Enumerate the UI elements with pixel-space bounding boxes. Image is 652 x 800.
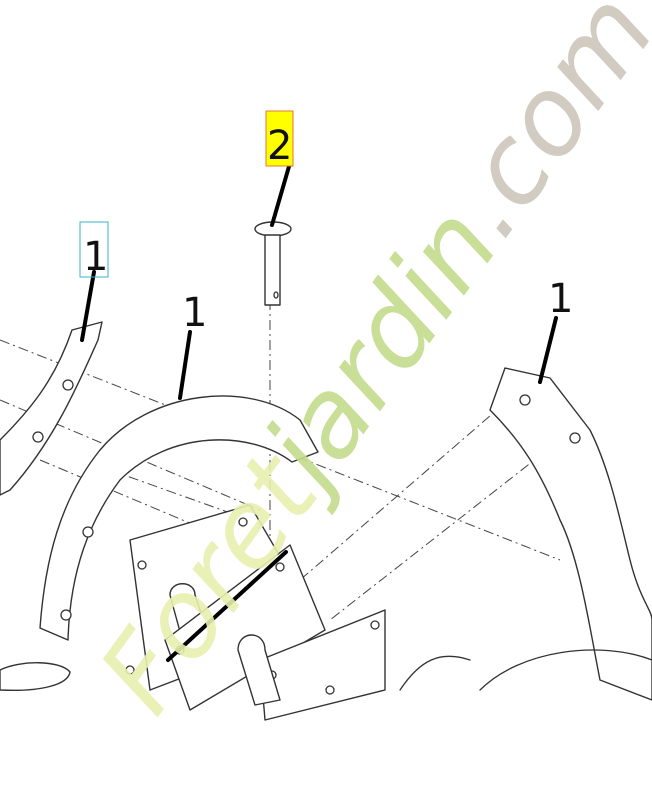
clevis-pin (254, 221, 292, 306)
callout-label: 1 (548, 276, 573, 322)
flange-plate-front (164, 544, 326, 711)
callout-label: 1 (83, 234, 108, 280)
leader-lines (80, 161, 558, 662)
callout-1-center: 1 (182, 290, 207, 336)
callout-1-right: 1 (548, 276, 573, 322)
tine-left (0, 321, 103, 496)
callout-label: 2 (267, 123, 292, 169)
callout-label: 1 (182, 290, 207, 336)
flange-plate-lower (237, 609, 386, 721)
callout-2: 2 (265, 110, 294, 169)
tine-right (489, 367, 652, 701)
hub-shape-bottom (0, 649, 652, 692)
tine-center (39, 395, 319, 641)
callout-1-boxed: 1 (79, 221, 109, 280)
